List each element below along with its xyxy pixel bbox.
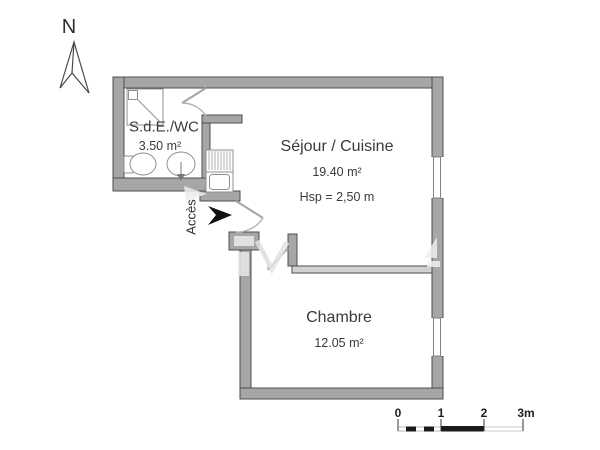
scale-bar	[397, 419, 524, 432]
door-entrance	[235, 200, 264, 233]
north-arrow-icon	[59, 39, 90, 94]
shower-icon	[126, 88, 164, 126]
wall-bathroom-bottom	[112, 177, 211, 192]
room-name-bedroom: Chambre	[306, 309, 372, 326]
wall-right-upper	[431, 76, 444, 158]
north-label: N	[61, 16, 77, 38]
entrance-label: Accès	[183, 199, 199, 235]
wall-bottom	[239, 387, 444, 400]
room-area-living: 19.40 m²	[312, 164, 362, 179]
scale-tick-0: 0	[394, 406, 402, 420]
toilet-icon	[123, 152, 157, 176]
room-area-bedroom: 12.05 m²	[314, 335, 364, 350]
room-name-living: Séjour / Cuisine	[280, 138, 394, 155]
scale-tick-2: 2	[480, 406, 488, 420]
scale-tick-3: 3m	[517, 406, 535, 420]
wall-bathroom-left	[112, 76, 125, 179]
room-area-bathroom: 3.50 m²	[138, 138, 182, 153]
door-bathroom	[181, 87, 207, 117]
window-bedroom	[431, 317, 444, 357]
watermark	[184, 186, 440, 276]
sink-icon	[166, 151, 196, 181]
kitchen-unit-icon	[205, 149, 234, 193]
wall-partition-bedroom	[291, 265, 433, 274]
entrance-arrow-icon	[208, 206, 232, 225]
wall-door-stub	[287, 233, 298, 267]
wall-top	[112, 76, 444, 89]
wall-kitchen-top	[201, 114, 243, 124]
room-name-bathroom: S.d.E./WC	[128, 118, 200, 136]
room-ceiling-height-living: Hsp = 2,50 m	[299, 189, 375, 204]
window-living	[431, 156, 444, 199]
scale-tick-1: 1	[437, 406, 445, 420]
